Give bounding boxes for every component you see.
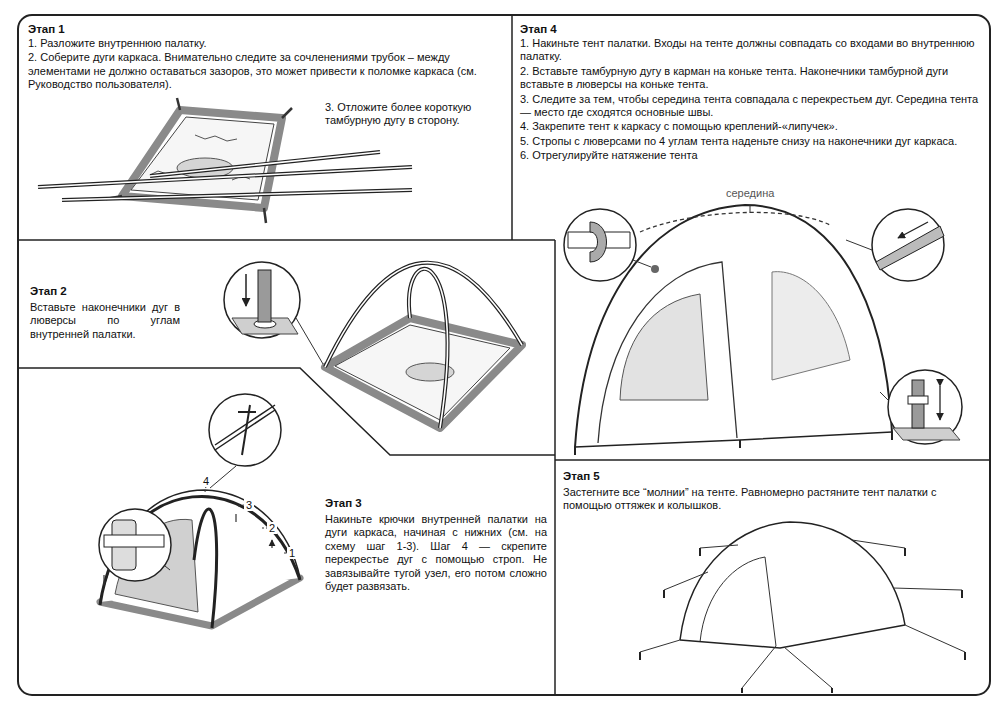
- side-window: [772, 272, 850, 380]
- ridge-seam: [640, 212, 830, 232]
- tent-pole: [104, 535, 164, 547]
- direction-arrow: [245, 274, 247, 306]
- tent-stake: [640, 548, 965, 693]
- panel-divider: [18, 239, 555, 241]
- step-panel: Этап 2 Вставьте наконечники дуг в люверсы…: [18, 240, 555, 368]
- corner-tab: [282, 108, 292, 118]
- fly-door: [700, 557, 776, 646]
- tent-pole: [62, 190, 412, 200]
- ridge-pocket: [876, 226, 944, 270]
- detail-inset: [564, 209, 636, 281]
- pole-end: [575, 432, 892, 455]
- panel-divider: [555, 459, 990, 461]
- step-instruction: Вставьте наконечники дуг в люверсы по уг…: [30, 301, 180, 341]
- strap: [238, 405, 256, 455]
- tent-pole: [325, 263, 522, 367]
- step-instruction: 2. Соберите дуги каркаса. Внимательно сл…: [28, 51, 504, 91]
- step-panel: Этап 11. Разложите внутреннюю палатку.2.…: [18, 15, 512, 240]
- step-instruction: 6. Отрегулируйте натяжение тента: [520, 149, 982, 162]
- fly-door: [598, 262, 737, 443]
- fly-hem: [680, 625, 905, 648]
- corner-tab: [177, 98, 180, 110]
- tent-pole: [62, 190, 412, 200]
- step-instruction: 4. Закрепите тент к каркасу с помощью кр…: [520, 120, 982, 133]
- grommet-plate: [893, 428, 960, 440]
- panel-divider: [511, 15, 513, 240]
- velcro-strap: [590, 222, 607, 262]
- step-instruction: 2. Вставьте тамбурную дугу в карман на к…: [520, 65, 982, 92]
- step-heading: Этап 1: [28, 22, 228, 36]
- tent-floor: [131, 117, 274, 200]
- step-instruction: 1. Накиньте тент палатки. Входы на тенте…: [520, 37, 982, 64]
- callout-label: середина: [724, 187, 776, 199]
- direction-arrow: [898, 222, 928, 238]
- step-instruction: 3. Отложите более короткую тамбурную дуг…: [325, 101, 505, 128]
- callout-number: 3: [244, 499, 254, 511]
- step-heading: Этап 5: [563, 469, 763, 483]
- step-heading: Этап 3: [325, 496, 525, 510]
- step-panel: Этап 3 Накиньте крючки внутренней палатки…: [18, 368, 555, 695]
- step-instruction: 3. Следите за тем, чтобы середина тента …: [520, 93, 982, 120]
- step-heading: Этап 2: [30, 284, 180, 298]
- leader-line: [846, 240, 872, 250]
- leader-line: [633, 260, 651, 267]
- detail-inset: [888, 370, 962, 444]
- leader-line: [750, 205, 751, 213]
- tent-pole: [409, 269, 448, 428]
- step-instruction: 5. Стропы с люверсами по 4 углам тента н…: [520, 135, 982, 148]
- detail-inset: [209, 394, 281, 466]
- tent-pole: [194, 509, 217, 628]
- step-panel: Этап 41. Накиньте тент палатки. Входы на…: [512, 15, 990, 460]
- step-instruction: Накиньте крючки внутренней палатки на ду…: [325, 513, 547, 593]
- rain-fly: [680, 522, 905, 640]
- step-panel: Этап 5 Застегните все “молнии” на тенте. …: [555, 460, 990, 695]
- callout-number: 4: [201, 475, 211, 487]
- detail-inset: [872, 209, 944, 281]
- tent-pole: [325, 263, 522, 367]
- tent-floor-band: [325, 318, 522, 428]
- guy-line: [640, 540, 965, 688]
- tent-floor: [335, 325, 510, 420]
- marker-dot: [651, 265, 659, 273]
- buckle: [908, 396, 928, 404]
- fly-hem: [575, 432, 892, 447]
- sheet-frame: [18, 15, 990, 695]
- corner-tab: [264, 208, 266, 223]
- pole-tip: [258, 270, 271, 322]
- step-heading: Этап 4: [520, 22, 720, 36]
- detail-inset: [224, 262, 300, 338]
- leader-line: [205, 486, 290, 553]
- tent-pole: [150, 152, 380, 176]
- step-instruction: 1. Разложите внутреннюю палатку.: [28, 37, 504, 50]
- leader-line: [296, 318, 323, 364]
- tent-pole: [150, 152, 380, 176]
- leader-line: [210, 466, 236, 488]
- door-window: [620, 294, 708, 400]
- panel-divider: [554, 240, 556, 695]
- detail-inset: [99, 509, 171, 581]
- callout-number: 2: [267, 522, 277, 534]
- callout-number: 1: [287, 547, 297, 559]
- tent-pole: [409, 269, 448, 428]
- tent-pole: [100, 496, 300, 605]
- step-instruction: Застегните все “молнии” на тенте. Равном…: [563, 486, 981, 513]
- direction-arrow: [939, 386, 940, 420]
